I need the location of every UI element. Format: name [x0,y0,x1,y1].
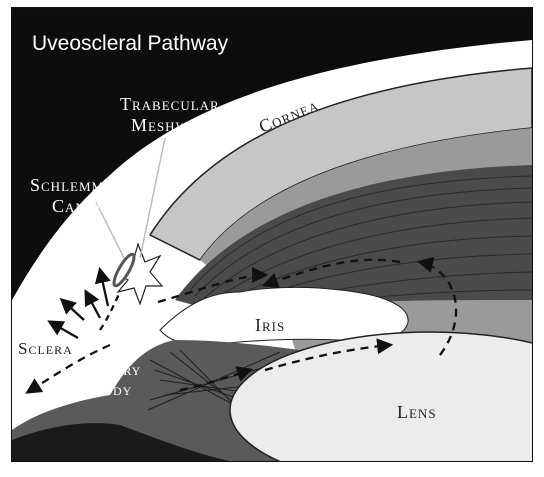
label-trabecular-meshwork-line2: Meshwork [131,115,219,135]
label-sclera: Sclera [18,339,73,358]
label-schlemms-canal-line1: Schlemm's [30,175,117,195]
label-ciliary-body-line1: Ciliary [83,360,141,379]
label-ciliary-body-line2: Body [91,380,132,399]
label-iris: Iris [255,315,285,335]
diagram-title: Uveoscleral Pathway [32,32,229,55]
label-trabecular-meshwork-line1: Trabecular [120,94,220,114]
label-lens: Lens [397,402,437,422]
label-schlemms-canal-line2: Canal [52,196,105,216]
